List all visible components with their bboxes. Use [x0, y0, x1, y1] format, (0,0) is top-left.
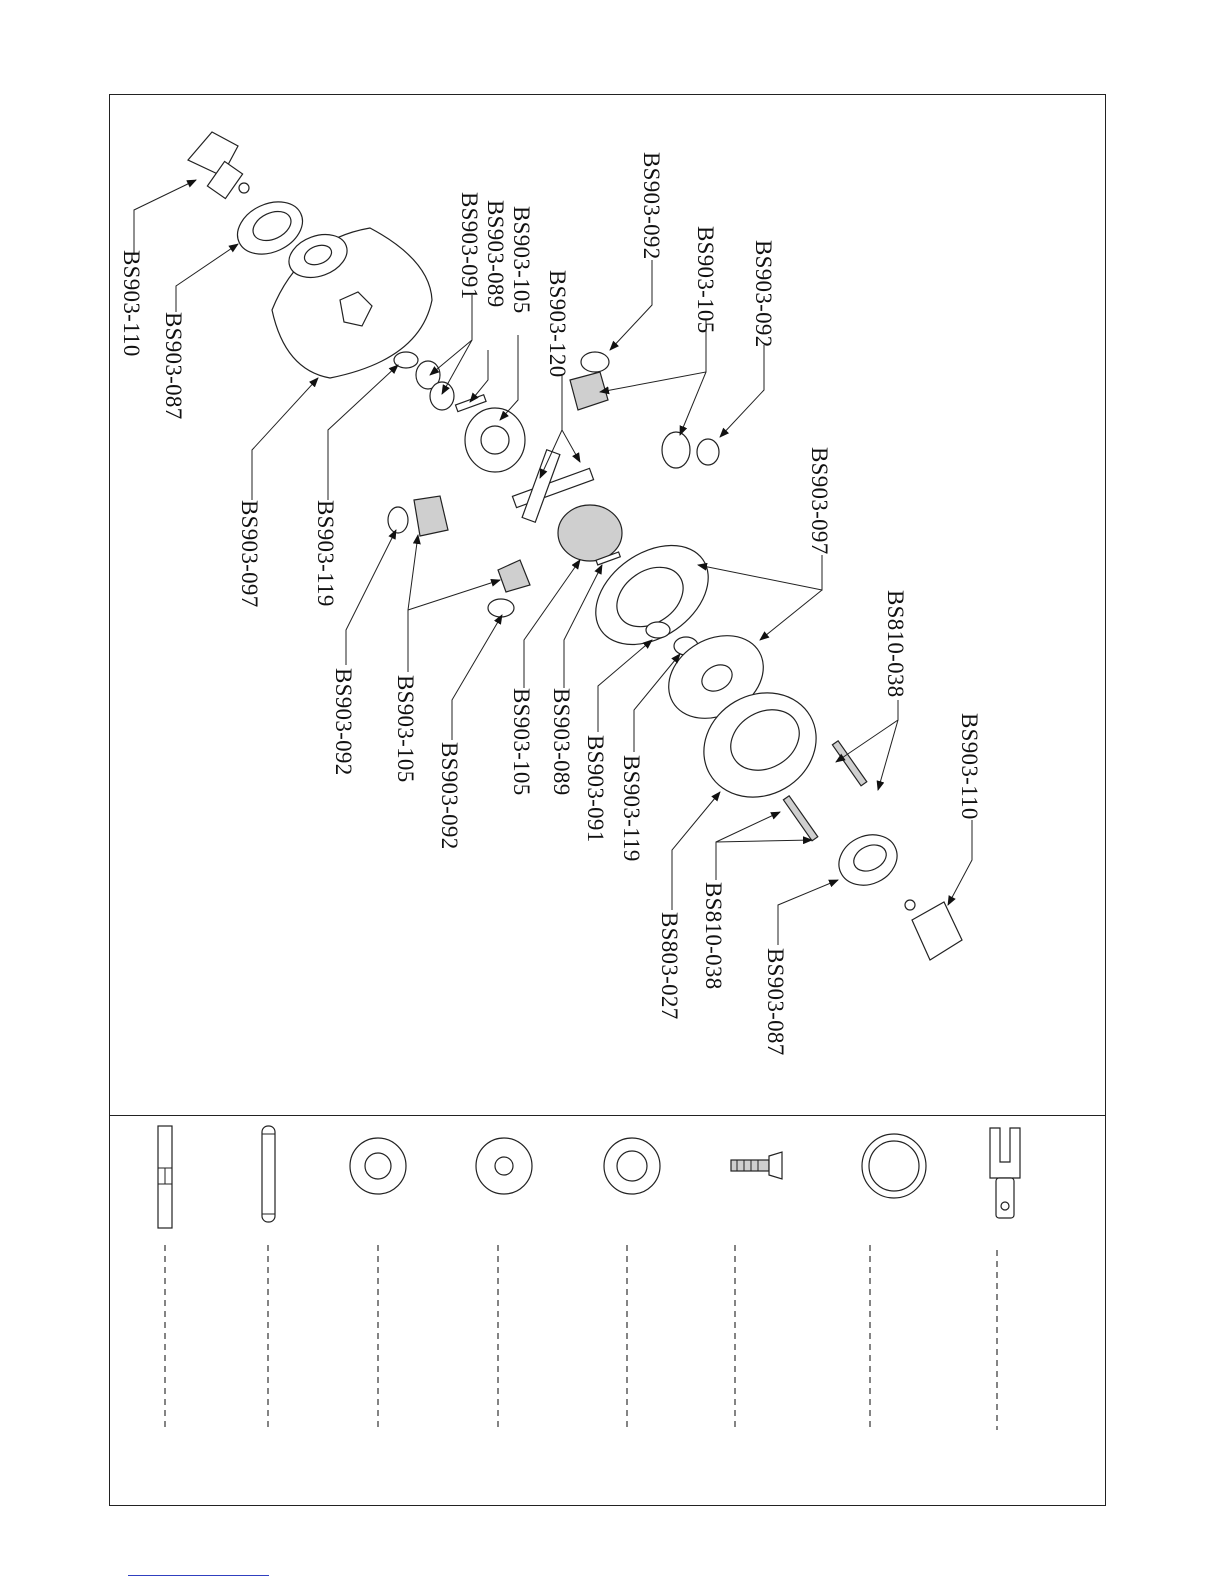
callout-label: BS803-027: [657, 912, 682, 1020]
callout-label: BS903-105: [693, 226, 718, 334]
upper-small-parts: [394, 352, 525, 472]
callout-label: BS903-110: [957, 713, 982, 820]
callout-label: BS903-110: [119, 250, 144, 357]
callout-label: BS903-089: [549, 688, 574, 796]
callout-label: BS903-092: [639, 152, 664, 260]
washer-icon: [604, 1138, 660, 1194]
screw-icon: [731, 1152, 782, 1179]
callout-label: BS903-119: [619, 755, 644, 862]
upper-right-gears: [570, 352, 719, 468]
drive-cup-bottom: [905, 900, 962, 960]
bearing-ring-icon: [862, 1134, 926, 1198]
callout-label: BS903-105: [393, 675, 418, 783]
callout-label: BS903-087: [763, 948, 788, 1056]
callout-label: BS903-105: [509, 688, 534, 796]
drive-cup-icon: [990, 1128, 1020, 1218]
callout-label: BS810-038: [701, 882, 726, 990]
washer-icon: [476, 1138, 532, 1194]
callout-label: BS903-120: [545, 270, 570, 378]
callout-label: BS903-119: [313, 500, 338, 607]
callout-label: BS903-089: [483, 200, 508, 308]
drive-cup-top: [188, 132, 249, 199]
callout-label: BS903-091: [457, 192, 482, 300]
callout-labels: BS903-110 BS903-087 BS903-097 BS903-119 …: [119, 152, 982, 1056]
left-mid-gears: [388, 496, 622, 617]
callout-label: BS903-097: [237, 500, 262, 608]
callout-label: BS903-091: [583, 735, 608, 843]
callout-label: BS903-092: [331, 668, 356, 776]
washer-icon: [350, 1138, 406, 1194]
pin-icon: [262, 1126, 275, 1222]
callout-label: BS903-105: [509, 206, 534, 314]
footer-link-underline[interactable]: [128, 1575, 269, 1576]
callout-label: BS810-038: [883, 590, 908, 698]
bearing-bottom: [831, 826, 906, 895]
parts-list: [158, 1126, 1020, 1430]
cross-pin-icon: [158, 1126, 172, 1228]
callout-label: BS903-092: [751, 240, 776, 348]
callout-label: BS903-097: [807, 447, 832, 555]
callout-label: BS903-092: [437, 742, 462, 850]
callout-label: BS903-087: [161, 312, 186, 420]
